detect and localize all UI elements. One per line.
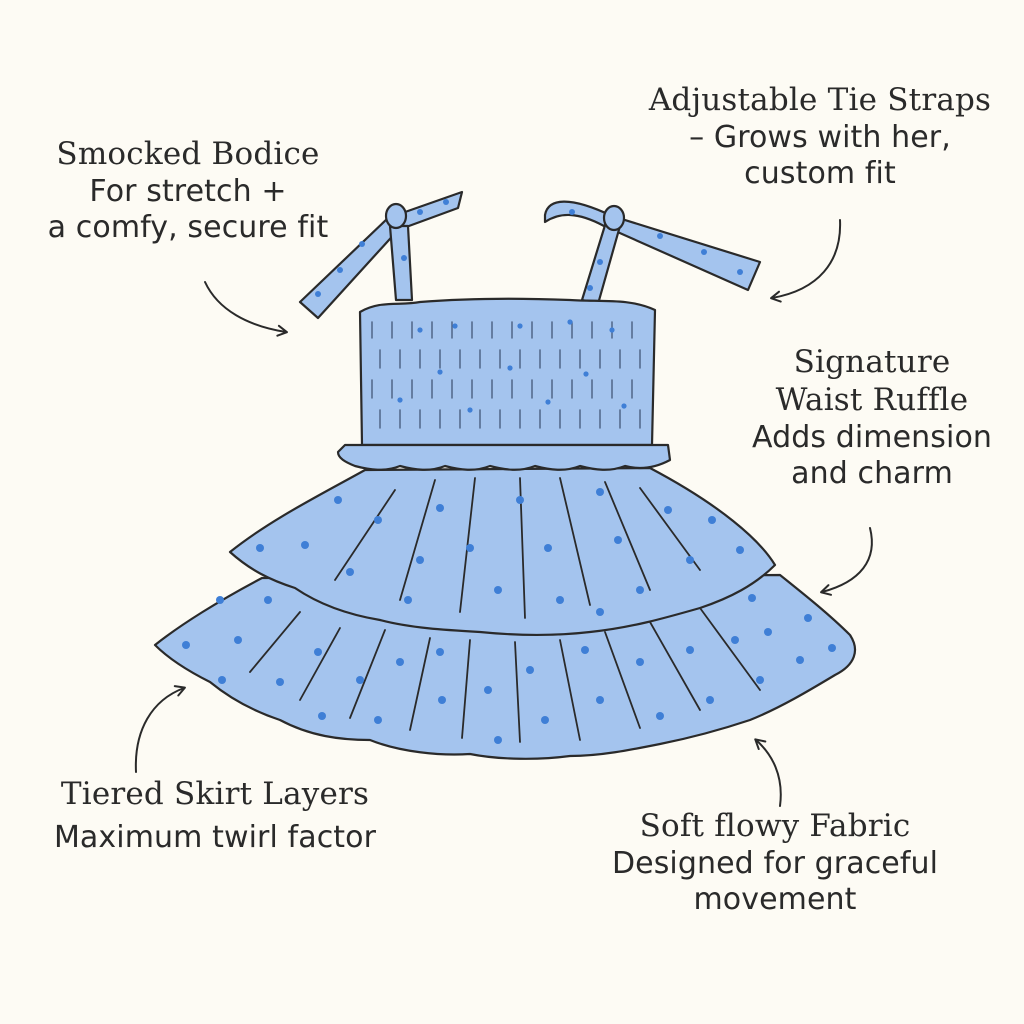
arrow-smocked-bodice [204,281,288,337]
callout-smocked-bodice-title: Smocked Bodice [56,136,320,172]
callout-fabric-title: Soft flowy Fabric [639,808,911,844]
lower-skirt-tier [153,573,857,760]
callout-skirt-layers-title: Tiered Skirt Layers [60,776,370,812]
skirt-dots [182,488,836,744]
callout-smocked-bodice: Smocked Bodice For stretch + a comfy, se… [38,136,338,247]
strap-dots [315,199,743,297]
callout-fabric: Soft flowy Fabric Designed for graceful … [600,808,950,919]
callout-smocked-bodice-desc: For stretch + a comfy, secure fit [47,173,329,246]
callout-waist-ruffle-title: Signature Waist Ruffle [775,344,969,418]
bodice-dots [397,319,627,413]
callout-waist-ruffle-desc: Adds dimension and charm [751,419,993,492]
callout-skirt-layers-desc: Maximum twirl factor [53,819,377,855]
left-strap [298,190,464,320]
callout-fabric-desc: Designed for graceful movement [611,845,939,918]
callout-waist-ruffle: Signature Waist Ruffle Adds dimension an… [740,344,1004,493]
callout-arrows [134,219,873,807]
skirt-pleats [249,477,761,743]
arrow-fabric [754,738,782,807]
callout-skirt-layers: Tiered Skirt Layers Maximum twirl factor [40,776,390,856]
right-strap [543,200,762,306]
arrow-tie-straps [770,219,842,303]
smocked-bodice [358,297,657,447]
arrow-skirt-layers [134,685,186,773]
waist-ruffle [336,443,672,471]
callout-tie-straps-title: Adjustable Tie Straps [648,82,992,118]
callout-tie-straps-desc: – Grows with her, custom fit [689,119,951,192]
arrow-waist-ruffle [820,527,873,596]
smocking-lines [371,321,641,429]
callout-tie-straps: Adjustable Tie Straps – Grows with her, … [640,82,1000,193]
